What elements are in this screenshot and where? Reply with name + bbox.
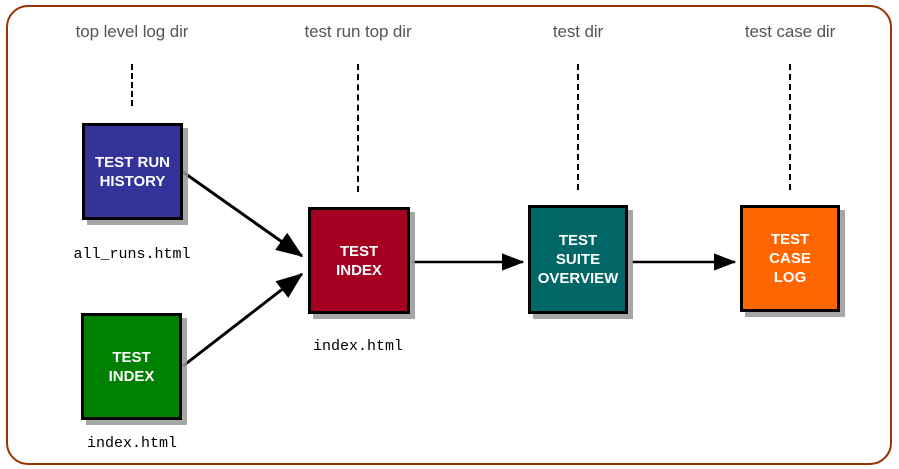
node-test-run-history[interactable]: TEST RUN HISTORY — [82, 123, 183, 220]
column-divider-test-case-dir — [789, 64, 791, 190]
node-test-case-log-line-2: CASE — [769, 250, 811, 267]
edge-green-index-to-red-index — [182, 272, 304, 368]
node-test-suite-overview[interactable]: TEST SUITE OVERVIEW — [528, 205, 628, 314]
column-divider-test-dir — [577, 64, 579, 190]
node-test-index-red-line-2: INDEX — [336, 261, 382, 279]
column-header-test-case-dir: test case dir — [744, 22, 836, 41]
node-test-index-red-line-1: TEST — [339, 242, 379, 260]
column-header-test-dir: test dir — [552, 22, 604, 41]
node-test-run-history-line-2: HISTORY — [99, 172, 166, 190]
node-test-case-log-line-3: LOG — [773, 269, 807, 286]
file-label-index-html-green: index.html — [86, 435, 178, 452]
column-header-test-run-top-dir: test run top dir — [304, 22, 412, 41]
node-test-index-green-line-1: TEST — [112, 348, 151, 366]
edge-history-to-index — [182, 170, 304, 258]
node-test-index-red[interactable]: TEST INDEX — [308, 207, 410, 314]
node-test-case-log-line-1: TEST — [770, 231, 810, 248]
file-label-index-html-red: index.html — [312, 338, 404, 355]
column-header-top-level-log-dir: top level log dir — [75, 22, 189, 41]
node-test-suite-overview-line-2: SUITE — [555, 251, 601, 268]
file-label-all-runs-html: all_runs.html — [73, 246, 191, 263]
node-test-index-green-line-2: INDEX — [108, 367, 155, 385]
node-test-run-history-line-1: TEST RUN — [95, 153, 170, 171]
column-divider-top-level-log-dir — [131, 64, 133, 106]
column-divider-test-run-top-dir — [357, 64, 359, 192]
node-test-suite-overview-line-3: OVERVIEW — [537, 270, 619, 287]
node-test-suite-overview-line-1: TEST — [558, 232, 598, 249]
node-test-case-log[interactable]: TEST CASE LOG — [740, 205, 840, 312]
node-test-index-green[interactable]: TEST INDEX — [81, 313, 182, 420]
